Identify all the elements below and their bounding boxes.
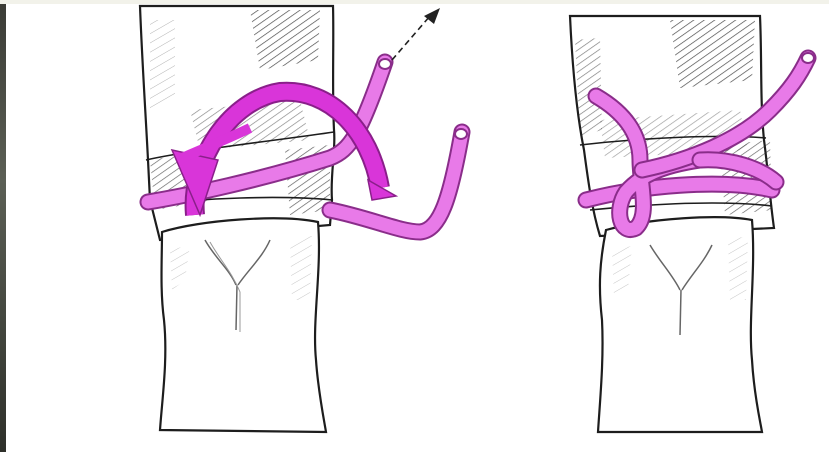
direction-arrow-icon: [392, 8, 440, 60]
right-panel: [570, 16, 814, 432]
left-panel: [140, 6, 467, 432]
left-lower-stump: [160, 218, 326, 432]
right-lower-stump: [598, 217, 762, 432]
